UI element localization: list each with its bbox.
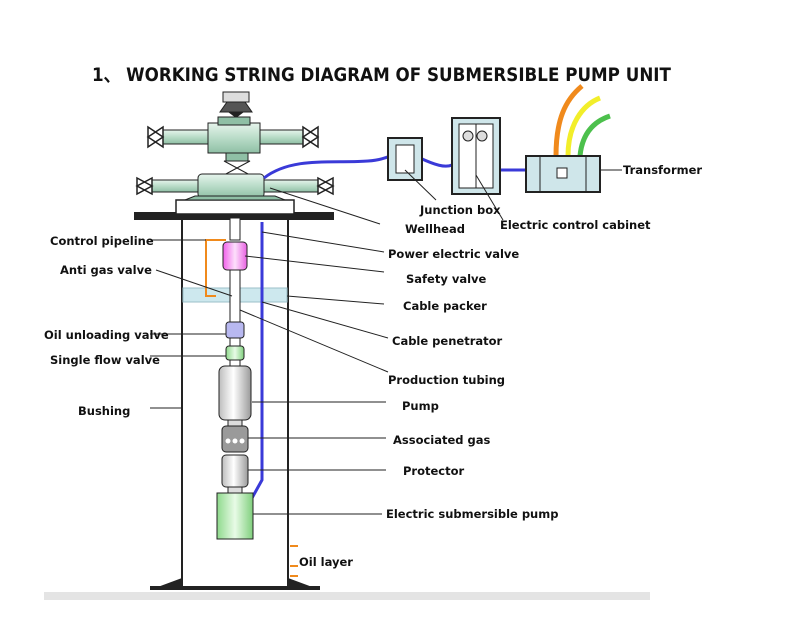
label-production-tubing: Production tubing [388, 373, 505, 387]
label-cable-penetrator: Cable penetrator [392, 334, 503, 348]
transformer [525, 84, 611, 193]
oil-unloading-valve-body [225, 321, 245, 339]
bottom-strip [44, 592, 650, 600]
label-associated-gas: Associated gas [393, 433, 491, 447]
diagram-title: 1、 WORKING STRING DIAGRAM OF SUBMERSIBLE… [92, 64, 671, 86]
label-oil-unloading-valve: Oil unloading valve [44, 328, 169, 342]
label-pump: Pump [402, 399, 439, 413]
label-single-flow-valve: Single flow valve [50, 353, 160, 367]
label-transformer: Transformer [623, 163, 702, 177]
label-bushing: Bushing [78, 404, 130, 418]
label-power-electric-valve: Power electric valve [388, 247, 519, 261]
downhole-cable [250, 222, 264, 499]
production-string [216, 217, 254, 540]
label-junction-box: Junction box [419, 203, 501, 217]
esp-motor-body [216, 492, 254, 540]
label-oil-layer: Oil layer [299, 555, 353, 569]
oil-layer-marks [290, 545, 298, 577]
junction-box [387, 137, 423, 181]
label-electric-control-cabinet: Electric control cabinet [500, 218, 651, 232]
protector-body [221, 454, 249, 488]
safety-valve-body [222, 241, 248, 271]
wellhead-assembly [135, 91, 335, 201]
surface-cable [263, 154, 391, 180]
single-flow-valve-body [225, 345, 245, 361]
control-pipeline [205, 239, 226, 297]
well-casing [134, 199, 334, 590]
label-anti-gas-valve: Anti gas valve [60, 263, 152, 277]
leader-lines [150, 169, 622, 515]
label-protector: Protector [403, 464, 465, 478]
pump-body [218, 365, 252, 421]
junction-to-cabinet-cable [419, 156, 453, 168]
label-cable-packer: Cable packer [403, 299, 487, 313]
label-safety-valve: Safety valve [406, 272, 487, 286]
label-control-pipeline: Control pipeline [50, 234, 154, 248]
electric-control-cabinet [451, 117, 501, 195]
label-wellhead: Wellhead [405, 222, 465, 236]
label-electric-submersible-pump: Electric submersible pump [386, 507, 558, 521]
